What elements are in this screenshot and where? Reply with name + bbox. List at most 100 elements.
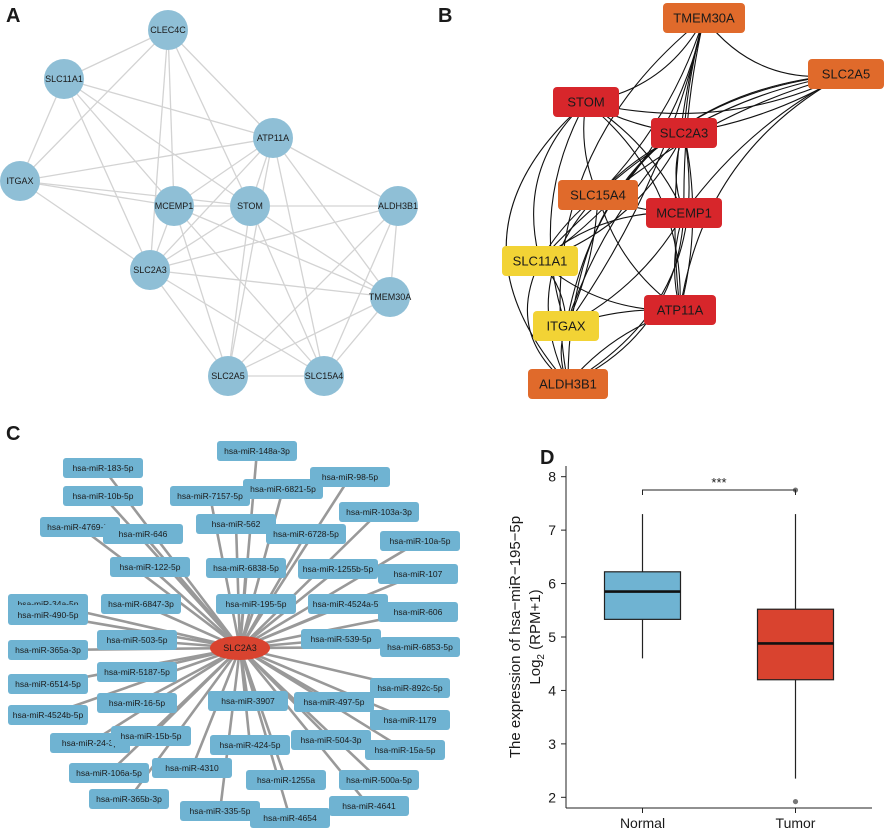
network-edge xyxy=(533,101,587,262)
mirna-box xyxy=(89,789,169,809)
outlier-point xyxy=(792,798,799,805)
network-edge xyxy=(565,132,685,327)
mirna-label: hsa-miR-10a-5p xyxy=(390,536,451,546)
network-edge xyxy=(149,269,229,377)
node-aldh3b1: ALDH3B1 xyxy=(528,369,608,399)
mirna-box xyxy=(50,733,130,753)
node-circle xyxy=(230,186,270,226)
network-edge xyxy=(149,29,169,271)
mirna-label: hsa-miR-103a-3p xyxy=(346,507,412,517)
network-edge xyxy=(63,78,274,139)
mirna-box xyxy=(97,630,177,650)
mirna-label: hsa-miR-503-5p xyxy=(107,635,168,645)
node-box xyxy=(558,180,638,210)
mirna-label: hsa-miR-1255a xyxy=(257,775,315,785)
node-circle xyxy=(148,10,188,50)
node-stom: STOM xyxy=(230,186,270,226)
y-tick-label: 2 xyxy=(548,789,556,805)
mirna-label: hsa-miR-4654 xyxy=(263,813,317,823)
panel-b-nodes: TMEM30ASLC2A5STOMSLC2A3SLC15A4MCEMP1SLC1… xyxy=(502,3,884,399)
node-slc15a4: SLC15A4 xyxy=(304,356,344,396)
node-itgax: ITGAX xyxy=(533,311,599,341)
network-edge xyxy=(323,205,399,377)
mirna-label: hsa-miR-1255b-5p xyxy=(303,564,374,574)
mirna-box xyxy=(180,801,260,821)
mirna-node: hsa-miR-7157-5p xyxy=(170,486,250,506)
node-box xyxy=(502,246,578,276)
network-edge xyxy=(227,205,251,377)
node-slc2a3: SLC2A3 xyxy=(651,118,717,148)
node-label: ATP11A xyxy=(657,303,704,318)
network-edge xyxy=(565,17,705,327)
y-tick-label: 6 xyxy=(548,576,556,592)
node-tmem30a: TMEM30A xyxy=(663,3,745,33)
y-axis-label-log: Log xyxy=(527,660,544,685)
mirna-label: hsa-miR-15b-5p xyxy=(121,731,182,741)
mirna-node: hsa-miR-4524a-5p xyxy=(308,594,388,614)
mirna-label: hsa-miR-24-3p xyxy=(62,738,118,748)
mirna-box xyxy=(294,692,374,712)
mirna-box xyxy=(63,458,143,478)
network-edge xyxy=(167,29,274,139)
panel-a-letter: A xyxy=(6,5,20,27)
network-edge xyxy=(239,511,380,649)
mirna-box xyxy=(365,740,445,760)
mirna-node: hsa-miR-1179 xyxy=(370,710,450,730)
x-tick-label: Normal xyxy=(620,815,665,831)
mirna-box xyxy=(378,564,458,584)
network-edge xyxy=(234,523,242,649)
network-edge xyxy=(238,533,308,649)
mirna-label: hsa-miR-107 xyxy=(394,569,443,579)
y-tick-label: 8 xyxy=(548,469,556,485)
mirna-label: hsa-miR-606 xyxy=(394,607,443,617)
network-edge xyxy=(149,137,274,271)
mirna-node: hsa-miR-892c-5p xyxy=(370,678,450,698)
mirna-label: hsa-miR-490-5p xyxy=(18,610,79,620)
mirna-label: hsa-miR-6838-5p xyxy=(213,563,279,573)
mirna-node: hsa-miR-365b-3p xyxy=(89,789,169,809)
mirna-node: hsa-miR-500a-5p xyxy=(339,770,419,790)
mirna-label: hsa-miR-15a-5p xyxy=(375,745,436,755)
mirna-label: hsa-miR-892c-5p xyxy=(377,683,442,693)
mirna-box xyxy=(370,710,450,730)
center-node-label: SLC2A3 xyxy=(223,643,257,653)
node-label: ALDH3B1 xyxy=(378,201,418,211)
mirna-node: hsa-miR-646 xyxy=(103,524,183,544)
mirna-node: hsa-miR-10a-5p xyxy=(380,531,460,551)
node-slc11a1: SLC11A1 xyxy=(502,246,578,276)
network-edge xyxy=(19,180,175,207)
node-box xyxy=(808,59,884,89)
mirna-label: hsa-miR-4641 xyxy=(342,801,396,811)
network-edge xyxy=(19,137,274,182)
network-edge xyxy=(218,647,242,812)
mirna-node: hsa-miR-4769-5p xyxy=(40,517,120,537)
mirna-label: hsa-miR-4524a-5p xyxy=(313,599,384,609)
network-edge xyxy=(585,101,681,311)
node-circle xyxy=(130,250,170,290)
network-edge xyxy=(149,269,325,377)
mirna-box xyxy=(63,486,143,506)
network-edge xyxy=(505,101,587,385)
mirna-label: hsa-miR-122-5p xyxy=(120,562,181,572)
mirna-box xyxy=(97,662,177,682)
mirna-node: hsa-miR-424-5p xyxy=(210,735,290,755)
node-stom: STOM xyxy=(553,87,619,117)
panel-c-nodes: hsa-miR-148a-3phsa-miR-183-5phsa-miR-98-… xyxy=(8,441,460,828)
mirna-node: hsa-miR-15a-5p xyxy=(365,740,445,760)
node-box xyxy=(533,311,599,341)
mirna-label: hsa-miR-6728-5p xyxy=(273,529,339,539)
mirna-node: hsa-miR-6838-5p xyxy=(206,558,286,578)
mirna-label: hsa-miR-497-5p xyxy=(304,697,365,707)
panel-c-letter: C xyxy=(6,423,20,445)
node-label: ITGAX xyxy=(546,319,585,334)
node-label: SLC15A4 xyxy=(305,371,344,381)
mirna-node: hsa-miR-15b-5p xyxy=(111,726,191,746)
node-label: TMEM30A xyxy=(369,292,412,302)
node-circle xyxy=(0,161,40,201)
mirna-box xyxy=(339,502,419,522)
mirna-node: hsa-miR-6853-5p xyxy=(380,637,460,657)
mirna-box xyxy=(301,629,381,649)
mirna-label: hsa-miR-7157-5p xyxy=(177,491,243,501)
mirna-label: hsa-miR-500a-5p xyxy=(346,775,412,785)
